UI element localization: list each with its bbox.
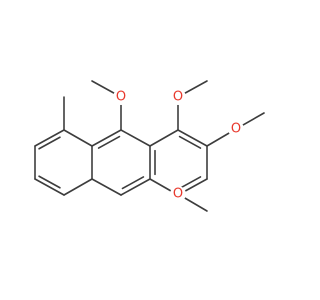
bond-C8-C7 [34, 129, 65, 147]
oxygen-atom-c1-methoxy: O [170, 89, 186, 105]
oxygen-label-4: O [173, 187, 183, 202]
bond-C9-C9a [91, 129, 122, 147]
inner-bond-C3-C4 [178, 176, 202, 190]
oxygen-label-2: O [173, 90, 183, 105]
bond-C10a-C10 [91, 178, 122, 196]
bonds-group [34, 80, 265, 212]
molecule-structure-diagram: O O O O [34, 80, 265, 212]
inner-bond-C10-C4a [121, 176, 145, 190]
bond-C9a-C8 [63, 129, 93, 147]
bond-C8a-C1 [149, 129, 179, 147]
bond-C1-C2 [177, 129, 208, 147]
inner-bond-C1-C2 [178, 135, 202, 149]
bond-C8a-C9 [120, 129, 151, 147]
oxygen-label-3: O [231, 122, 241, 137]
bond-C10-C4a [120, 178, 151, 196]
oxygen-label-1: O [116, 90, 126, 105]
bond-C6-C5 [34, 178, 65, 196]
oxygen-atom-c2-methoxy: O [228, 121, 244, 137]
inner-bond-C9-C9a [97, 135, 121, 149]
inner-bond-C6-C5 [38, 175, 61, 189]
oxygen-atom-c4-methoxy: O [170, 186, 186, 202]
bond-C5-C10a [63, 178, 93, 196]
atoms-group: O O O O [113, 89, 244, 202]
oxygen-atom-c9-methoxy: O [113, 89, 129, 105]
inner-bond-C8-C7 [38, 136, 61, 150]
